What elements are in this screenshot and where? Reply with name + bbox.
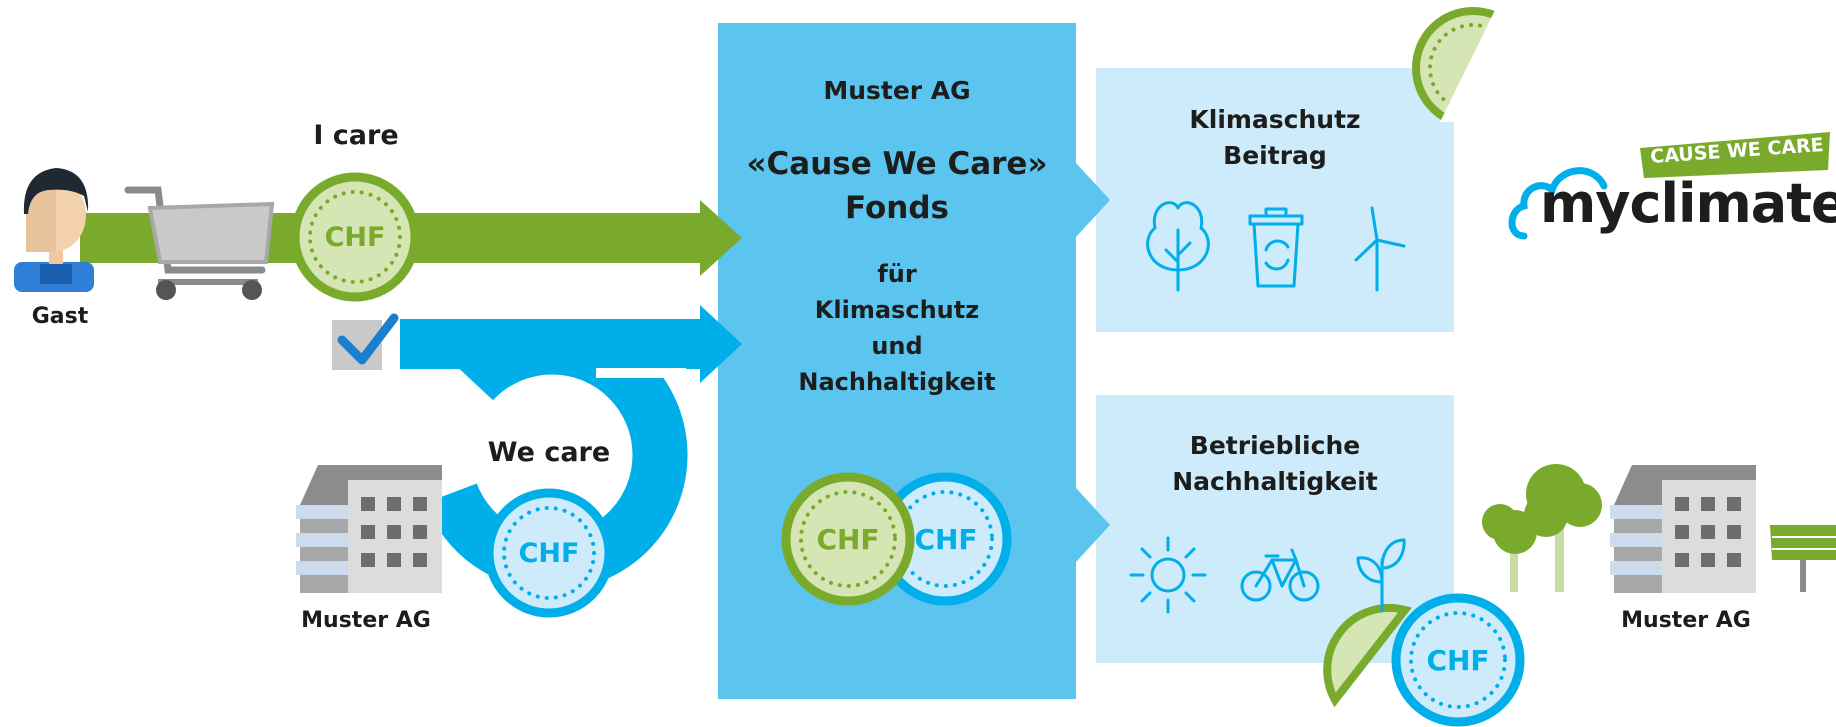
coin-fund-green bbox=[781, 472, 915, 606]
coin-we-care-label: CHF bbox=[518, 538, 580, 569]
solar-panel-icon bbox=[1770, 525, 1836, 592]
fund-box bbox=[718, 23, 1076, 699]
guest-avatar-icon bbox=[14, 168, 94, 292]
tree-icon bbox=[1146, 201, 1210, 292]
wind-turbine-icon bbox=[1354, 206, 1406, 292]
i-care-label: I care bbox=[313, 120, 399, 151]
sun-icon bbox=[1129, 536, 1207, 614]
coin-sustainability-blue bbox=[1391, 593, 1525, 727]
company-left-label: Muster AG bbox=[301, 608, 431, 633]
fund-sub-line-4: Nachhaltigkeit bbox=[798, 368, 996, 396]
company-right-label: Muster AG bbox=[1621, 608, 1751, 633]
arrow-to-sustainability-panel bbox=[1076, 488, 1110, 562]
plant-icon bbox=[1356, 538, 1406, 612]
coin-we-care bbox=[484, 488, 614, 618]
fund-company: Muster AG bbox=[823, 76, 971, 105]
coin-sustainability-blue-label: CHF bbox=[1426, 644, 1490, 677]
recycle-bin-icon bbox=[1248, 207, 1304, 288]
fund-sub-line-2: Klimaschutz bbox=[814, 296, 980, 324]
coin-climate-partial bbox=[1412, 0, 1580, 122]
coin-fund-green-label: CHF bbox=[816, 523, 880, 556]
guest-label: Gast bbox=[31, 304, 89, 329]
brand-name: myclimate bbox=[1540, 172, 1836, 235]
checkbox-checked-icon bbox=[332, 313, 399, 370]
building-icon-right bbox=[1610, 465, 1756, 593]
fund-title-line-1: «Cause We Care» bbox=[746, 146, 1048, 182]
coin-sustainability-green-partial bbox=[1323, 604, 1412, 708]
shopping-cart-icon bbox=[124, 186, 275, 300]
bicycle-icon bbox=[1240, 548, 1320, 602]
panel-climate-title: Klimaschutz Beitrag bbox=[1096, 102, 1454, 173]
coin-i-care-label: CHF bbox=[324, 222, 386, 253]
panel-sustainability-title: Betriebliche Nachhaltigkeit bbox=[1096, 428, 1454, 499]
fund-subtitle: für Klimaschutz und Nachhaltigkeit bbox=[718, 256, 1076, 400]
coin-fund-blue-label: CHF bbox=[914, 523, 978, 556]
fund-title-line-2: Fonds bbox=[845, 190, 949, 227]
fund-sub-line-3: und bbox=[871, 332, 923, 360]
myclimate-logo bbox=[1508, 132, 1830, 240]
panel-climate-title-line-2: Beitrag bbox=[1223, 140, 1327, 170]
building-icon-left bbox=[296, 465, 442, 593]
panel-sustainability-title-line-2: Nachhaltigkeit bbox=[1172, 466, 1378, 496]
panel-climate bbox=[1096, 68, 1454, 332]
panel-climate-title-line-1: Klimaschutz bbox=[1189, 105, 1361, 134]
coin-i-care bbox=[290, 172, 420, 302]
panel-sustainability-title-line-1: Betriebliche bbox=[1189, 431, 1361, 460]
fund-title: «Cause We Care» Fonds bbox=[718, 142, 1076, 230]
arrow-to-climate-panel bbox=[1076, 163, 1110, 237]
we-care-label: We care bbox=[487, 437, 611, 468]
fund-sub-line-1: für bbox=[877, 260, 917, 288]
trees-icon bbox=[1482, 464, 1602, 592]
